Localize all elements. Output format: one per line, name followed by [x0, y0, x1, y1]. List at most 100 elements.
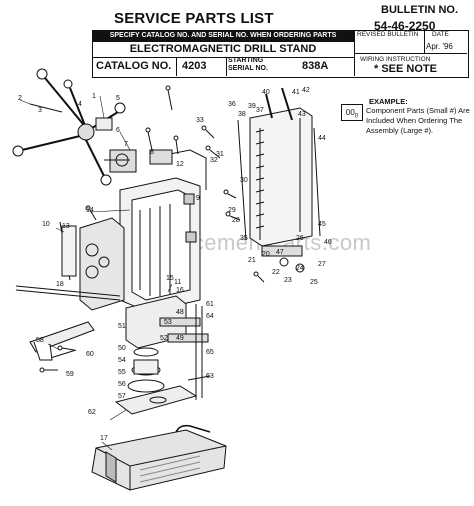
- part-number-label: 1: [92, 93, 96, 100]
- part-number-label: 64: [206, 313, 214, 320]
- page-title: SERVICE PARTS LIST: [114, 10, 274, 27]
- part-number-label: 9: [196, 195, 200, 202]
- revised-label: REVISED BULLETIN: [357, 31, 419, 38]
- date-label: DATE: [432, 31, 449, 38]
- part-number-label: 31: [216, 151, 224, 158]
- example-box: 000: [341, 104, 363, 121]
- part-number-label: 28: [232, 217, 240, 224]
- catalog-number: 4203: [182, 60, 207, 72]
- serial-label: SERIAL NO.: [228, 65, 268, 72]
- part-number-label: 53: [164, 319, 172, 326]
- lever-bars: [15, 285, 121, 361]
- part-number-labels: 1234567891011121314151617182021222324252…: [18, 87, 332, 442]
- part-number-label: 5: [116, 95, 120, 102]
- rack-column: [237, 87, 321, 273]
- wiring-label-line: WIRING INSTRUCTION: [360, 56, 431, 63]
- part-number-label: 14: [86, 207, 94, 214]
- part-number-label: 61: [206, 301, 214, 308]
- specify-note: SPECIFY CATALOG NO. AND SERIAL NO. WHEN …: [92, 30, 354, 42]
- part-number-label: 41: [292, 89, 300, 96]
- bulletin-label: BULLETIN NO.: [381, 4, 458, 16]
- example-box-number: 00: [345, 108, 355, 117]
- part-number-label: 45: [318, 221, 326, 228]
- part-number-label: 50: [118, 345, 126, 352]
- part-number-label: 26: [296, 235, 304, 242]
- part-number-label: 13: [62, 223, 70, 230]
- lower-mechanism: [114, 295, 211, 415]
- part-number-label: 56: [118, 381, 126, 388]
- example-text: Component Parts (Small #) Are Included W…: [366, 106, 470, 135]
- part-number-label: 58: [36, 337, 44, 344]
- part-number-label: 62: [88, 409, 96, 416]
- part-number-label: 25: [310, 279, 318, 286]
- part-number-label: 49: [176, 335, 184, 342]
- part-number-label: 4: [78, 101, 82, 108]
- bulletin-number: 54-46-2250: [374, 19, 436, 33]
- part-number-label: 35: [240, 235, 248, 242]
- part-number-label: 21: [248, 257, 256, 264]
- part-number-label: 36: [228, 101, 236, 108]
- part-number-label: 16: [176, 287, 184, 294]
- part-number-label: 43: [298, 111, 306, 118]
- part-number-label: 29: [228, 207, 236, 214]
- feed-handle-assembly: [12, 68, 137, 186]
- part-number-label: 33: [196, 117, 204, 124]
- part-number-label: 18: [56, 281, 64, 288]
- part-number-label: 52: [160, 335, 168, 342]
- part-number-label: 32: [210, 157, 218, 164]
- wiring-value: * SEE NOTE: [374, 63, 437, 75]
- part-number-label: 7: [124, 141, 128, 148]
- part-number-label: 2: [18, 95, 22, 102]
- catalog-label: CATALOG NO.: [96, 60, 172, 72]
- serial-number: 838A: [302, 60, 329, 72]
- part-number-label: 17: [100, 435, 108, 442]
- part-number-label: 46: [324, 239, 332, 246]
- part-number-label: 6: [116, 127, 120, 134]
- part-number-label: 51: [118, 323, 126, 330]
- date-value: Apr. '96: [426, 42, 453, 51]
- part-number-label: 44: [318, 135, 326, 142]
- part-number-label: 3: [38, 107, 42, 114]
- divider: [354, 53, 467, 54]
- part-number-label: 22: [272, 269, 280, 276]
- divider: [176, 57, 177, 76]
- part-number-label: 8: [150, 149, 154, 156]
- part-number-label: 30: [240, 177, 248, 184]
- part-number-label: 60: [86, 351, 94, 358]
- motor-assembly: [59, 217, 125, 311]
- part-number-label: 37: [256, 107, 264, 114]
- part-number-label: 23: [284, 277, 292, 284]
- part-number-label: 42: [302, 87, 310, 94]
- divider: [424, 30, 425, 54]
- part-number-label: 38: [238, 111, 246, 118]
- part-number-label: 63: [206, 373, 214, 380]
- main-frame: [119, 149, 207, 313]
- wiring-label: WIRING INSTRUCTION: [360, 56, 430, 63]
- small-fasteners: [39, 85, 265, 373]
- part-number-label: 20: [262, 251, 270, 258]
- part-number-label: 54: [118, 357, 126, 364]
- part-number-label: 15: [166, 275, 174, 282]
- part-number-label: 65: [206, 349, 214, 356]
- part-number-label: 27: [318, 261, 326, 268]
- magnet-base: [91, 424, 227, 491]
- part-number-label: 39: [248, 103, 256, 110]
- part-number-label: 55: [118, 369, 126, 376]
- part-number-label: 11: [174, 279, 181, 286]
- starting-label: STARTING: [228, 57, 264, 64]
- product-name: ELECTROMAGNETIC DRILL STAND: [92, 42, 354, 58]
- part-number-label: 47: [276, 249, 284, 256]
- part-number-label: 10: [42, 221, 50, 228]
- part-number-label: 40: [262, 89, 270, 96]
- starting-serial-label: STARTING SERIAL NO.: [228, 57, 268, 73]
- example-box-sub: 0: [354, 113, 359, 120]
- part-number-label: 59: [66, 371, 74, 378]
- divider: [226, 57, 227, 76]
- part-number-label: 12: [176, 161, 184, 168]
- leader-lines: [19, 95, 173, 451]
- example-title: EXAMPLE:: [369, 97, 408, 106]
- part-number-label: 57: [118, 393, 126, 400]
- part-number-label: 48: [176, 309, 184, 316]
- part-number-label: 24: [296, 265, 304, 272]
